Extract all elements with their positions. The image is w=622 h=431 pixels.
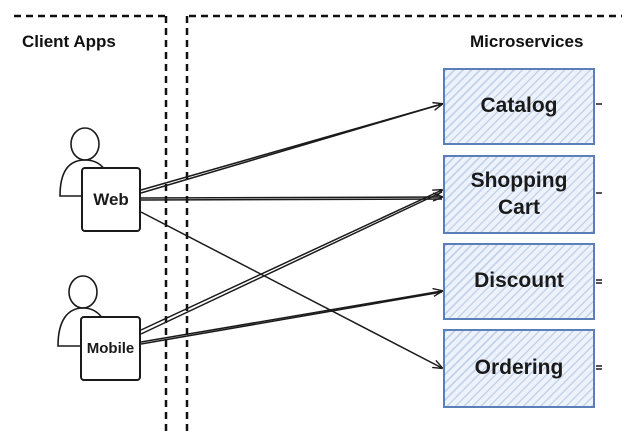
shopping-cart-service[interactable]: Shopping Cart <box>443 155 595 234</box>
microservices-zone-border <box>185 14 622 431</box>
catalog-service[interactable]: Catalog <box>443 68 595 145</box>
mobile-connection-arrows <box>140 190 442 345</box>
ordering-service[interactable]: Ordering <box>443 329 595 408</box>
mobile-client-box[interactable]: Mobile <box>80 316 141 381</box>
discount-service[interactable]: Discount <box>443 243 595 320</box>
web-client-box[interactable]: Web <box>81 167 141 232</box>
web-connection-arrows <box>140 104 442 368</box>
microservices-zone-title: Microservices <box>470 32 584 51</box>
client-zone-border <box>14 14 168 431</box>
client-apps-zone-title: Client Apps <box>22 32 116 51</box>
service-right-connectors <box>596 103 602 370</box>
